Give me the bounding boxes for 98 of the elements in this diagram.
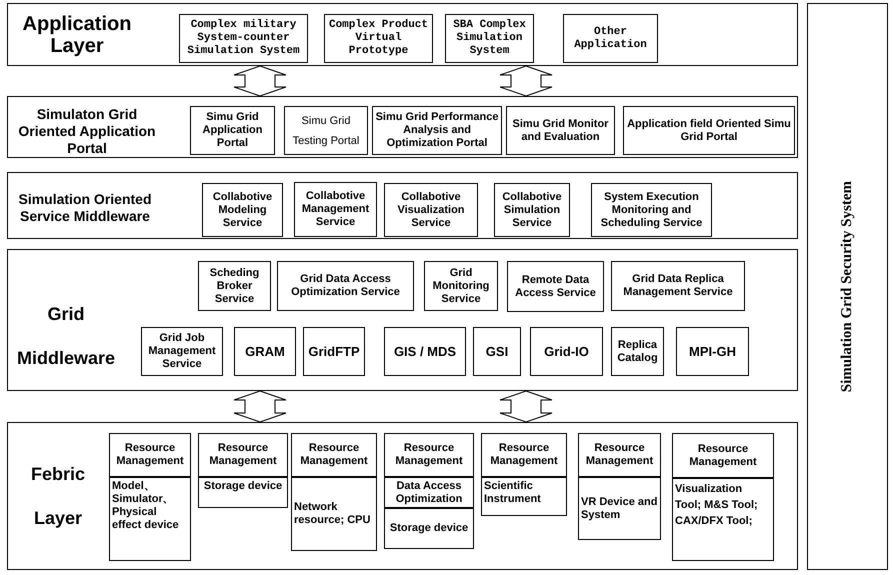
component-box	[473, 327, 521, 376]
double-arrow	[234, 390, 286, 423]
box-label: Grid Data Replica Management Service	[622, 273, 734, 299]
box-label: Other Application	[573, 26, 648, 52]
box-label: Complex military System-counter Simulation System	[186, 19, 301, 58]
box-label: GRAM	[245, 345, 285, 358]
layer-panel	[7, 172, 798, 239]
component-box	[611, 327, 664, 376]
box-label: Resource Management	[688, 442, 758, 468]
box-label: Grid Job Management Service	[147, 332, 217, 371]
component-box	[303, 327, 365, 376]
box-label: Data Access Optimization	[394, 480, 464, 506]
layer-panel	[7, 422, 798, 570]
component-box	[291, 477, 377, 551]
side-panel	[807, 3, 888, 570]
box-label: Collabotive Simulation Service	[501, 190, 563, 230]
component-box	[676, 327, 749, 376]
component-box	[202, 183, 283, 237]
layer-title: Application Layer	[22, 12, 132, 59]
component-box	[578, 433, 661, 477]
box-label: Collabotive Visualization Service	[396, 190, 466, 230]
box-label: VR Device and System	[581, 496, 658, 522]
component-box	[384, 508, 474, 549]
box-label: Application field Oriented Simu Grid Portal	[626, 118, 792, 144]
double-arrow	[500, 390, 552, 423]
box-label: Model、Simulator、Physical effect device	[112, 480, 180, 532]
component-box	[384, 477, 474, 508]
box-label: Scientific Instrument	[484, 480, 542, 506]
component-box	[277, 261, 414, 311]
component-box	[234, 327, 296, 376]
box-label: Simu Grid Application Portal	[202, 111, 264, 150]
box-label: Collabotive Modeling Service	[212, 190, 274, 230]
box-label: Simu Grid Monitor and Evaluation	[512, 118, 610, 144]
component-box	[530, 327, 603, 376]
component-box	[672, 478, 774, 561]
box-label: Replica Catalog	[616, 338, 659, 364]
component-box	[291, 433, 377, 477]
component-box	[190, 106, 275, 155]
box-label: Collabotive Management Service	[300, 190, 370, 229]
box-label: GIS / MDS	[394, 345, 456, 358]
component-box	[494, 183, 570, 237]
box-label: Resource Management	[115, 442, 185, 468]
component-box	[563, 14, 658, 63]
component-box	[623, 106, 795, 155]
component-box	[672, 433, 774, 478]
component-box	[294, 182, 377, 237]
component-box	[384, 183, 478, 237]
component-box	[507, 261, 604, 312]
box-label: Storage device	[204, 480, 282, 493]
box-label: Simu Grid Performance Analysis and Optimization Portal	[375, 111, 499, 150]
component-box	[141, 327, 223, 376]
double-arrow	[500, 65, 552, 97]
box-label: Simu Grid Testing Portal	[292, 114, 360, 148]
box-label: Network resource; CPU	[294, 501, 372, 527]
box-label: Resource Management	[489, 442, 559, 468]
component-box	[384, 327, 466, 376]
component-box	[424, 261, 498, 311]
layer-panel	[7, 96, 798, 158]
component-box	[506, 106, 615, 155]
box-label: GSI	[486, 345, 508, 358]
component-box	[198, 261, 271, 311]
component-box	[384, 433, 474, 477]
component-box	[179, 14, 308, 63]
box-label: Scheding Broker Service	[208, 266, 260, 306]
component-box	[611, 261, 745, 311]
box-label: Resource Management	[299, 442, 369, 468]
component-box	[198, 433, 288, 477]
component-box	[109, 477, 191, 561]
panel-title: Simulation Grid Security System	[838, 180, 856, 392]
box-label: System Execution Monitoring and Scheduling Service	[600, 190, 704, 230]
layer-panel	[7, 3, 798, 66]
box-label: Grid Monitoring Service	[432, 266, 490, 306]
component-box	[198, 477, 288, 508]
box-label: Remote Data Access Service	[514, 274, 597, 300]
layer-panel	[7, 249, 798, 391]
double-arrow	[234, 65, 286, 97]
component-box	[109, 433, 191, 477]
box-label: MPI-GH	[689, 345, 736, 358]
layer-title: Grid Middleware	[16, 303, 116, 370]
box-label: GridFTP	[308, 345, 360, 358]
box-label: Complex Product Virtual Prototype	[328, 19, 430, 58]
layer-title: Simulaton Grid Oriented Application Portal	[17, 105, 157, 157]
layer-title: Febric Layer	[30, 463, 86, 530]
box-label: Resource Management	[584, 442, 654, 468]
box-label: Grid-IO	[544, 345, 589, 358]
box-label: Grid Data Access Optimization Service	[290, 273, 401, 299]
component-box	[284, 106, 368, 155]
component-box	[445, 14, 534, 63]
box-label: SBA Complex Simulation System	[452, 19, 527, 58]
box-label: Visualization Tool; M&S Tool; CAX/DFX Tool;	[675, 482, 759, 529]
layer-title: Simulation Oriented Service Middleware	[17, 190, 152, 226]
box-label: Resource Management	[208, 442, 278, 468]
component-box	[591, 183, 712, 237]
component-box	[481, 433, 567, 477]
box-label: Resource Management	[394, 442, 464, 468]
component-box	[481, 477, 567, 516]
box-label: Storage device	[390, 522, 468, 535]
component-box	[578, 477, 661, 540]
